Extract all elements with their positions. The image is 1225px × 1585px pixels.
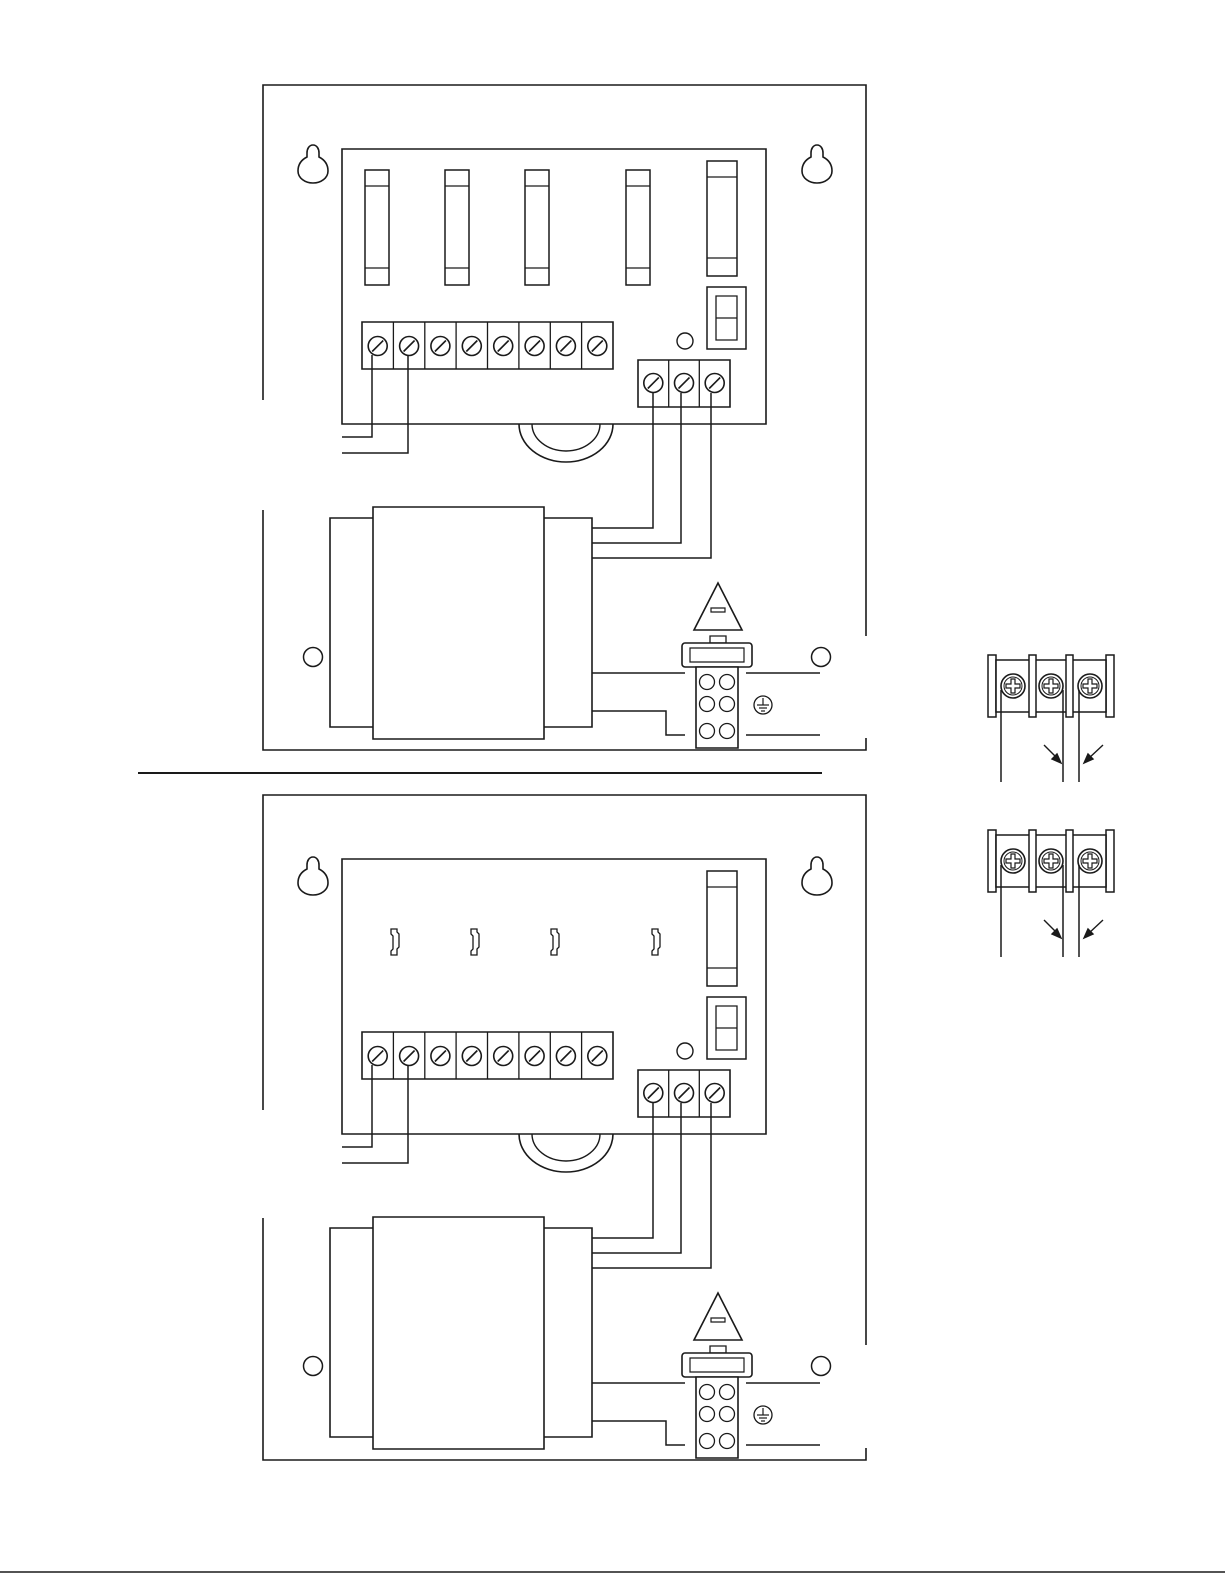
screw-terminal-icon <box>644 1084 663 1103</box>
fuse-icon <box>525 170 549 285</box>
screw-terminal-icon <box>400 1047 419 1066</box>
fuse-icon <box>445 170 469 285</box>
transformer <box>330 507 592 739</box>
mounting-hole-icon <box>304 648 323 667</box>
arrow-icon <box>1084 745 1103 763</box>
phillips-screw-icon <box>1039 674 1063 698</box>
screw-terminal-icon <box>400 337 419 356</box>
screw-terminal-icon <box>525 337 544 356</box>
keyhole-slot-icon <box>298 857 328 895</box>
led-indicator <box>677 1043 693 1059</box>
arrow-icon <box>1044 745 1061 763</box>
main-fuse-icon <box>707 871 737 986</box>
screw-terminal-icon <box>556 1047 575 1066</box>
mounting-hole-icon <box>812 648 831 667</box>
output-terminal-block <box>362 1032 613 1079</box>
phillips-screw-icon <box>1078 674 1102 698</box>
warning-triangle-icon <box>694 583 742 630</box>
phillips-screw-icon <box>1001 849 1025 873</box>
screw-terminal-icon <box>705 1084 724 1103</box>
power-inlet-connector <box>682 1346 752 1458</box>
arrow-icon <box>1084 920 1103 938</box>
power-inlet-connector <box>682 636 752 748</box>
screw-terminal-icon <box>705 374 724 393</box>
screw-terminal-icon <box>431 337 450 356</box>
keyhole-slot-icon <box>802 145 832 183</box>
phillips-screw-icon <box>1039 849 1063 873</box>
transformer <box>330 1217 592 1449</box>
warning-triangle-icon <box>694 1293 742 1340</box>
output-terminal-block <box>362 322 613 369</box>
phillips-screw-icon <box>1001 674 1025 698</box>
screw-terminal-icon <box>644 374 663 393</box>
screw-terminal-icon <box>588 1047 607 1066</box>
phillips-screw-icon <box>1078 849 1102 873</box>
lower-terminal-detail <box>988 830 1114 957</box>
screw-terminal-icon <box>556 337 575 356</box>
screw-terminal-icon <box>588 337 607 356</box>
screw-terminal-icon <box>675 1084 694 1103</box>
mounting-hole-icon <box>304 1357 323 1376</box>
keyhole-slot-icon <box>298 145 328 183</box>
mounting-hole-icon <box>812 1357 831 1376</box>
lower-wiring-diagram <box>263 795 866 1460</box>
led-indicator <box>677 333 693 349</box>
screw-terminal-icon <box>431 1047 450 1066</box>
screw-terminal-icon <box>494 1047 513 1066</box>
keyhole-slot-icon <box>802 857 832 895</box>
screw-terminal-icon <box>368 1047 387 1066</box>
fuse-icon <box>365 170 389 285</box>
screw-terminal-icon <box>462 337 481 356</box>
fuse-icon <box>626 170 650 285</box>
screw-terminal-icon <box>525 1047 544 1066</box>
screw-terminal-icon <box>462 1047 481 1066</box>
screw-terminal-icon <box>494 337 513 356</box>
screw-terminal-icon <box>675 374 694 393</box>
switch <box>707 997 746 1059</box>
main-fuse-icon <box>707 161 737 276</box>
input-terminal-block <box>638 360 730 407</box>
arrow-icon <box>1044 920 1061 938</box>
input-terminal-block <box>638 1070 730 1117</box>
upper-wiring-diagram <box>263 85 866 750</box>
ground-symbol-icon <box>754 1406 772 1424</box>
ground-symbol-icon <box>754 696 772 714</box>
switch <box>707 287 746 349</box>
screw-terminal-icon <box>368 337 387 356</box>
upper-terminal-detail <box>988 655 1114 782</box>
